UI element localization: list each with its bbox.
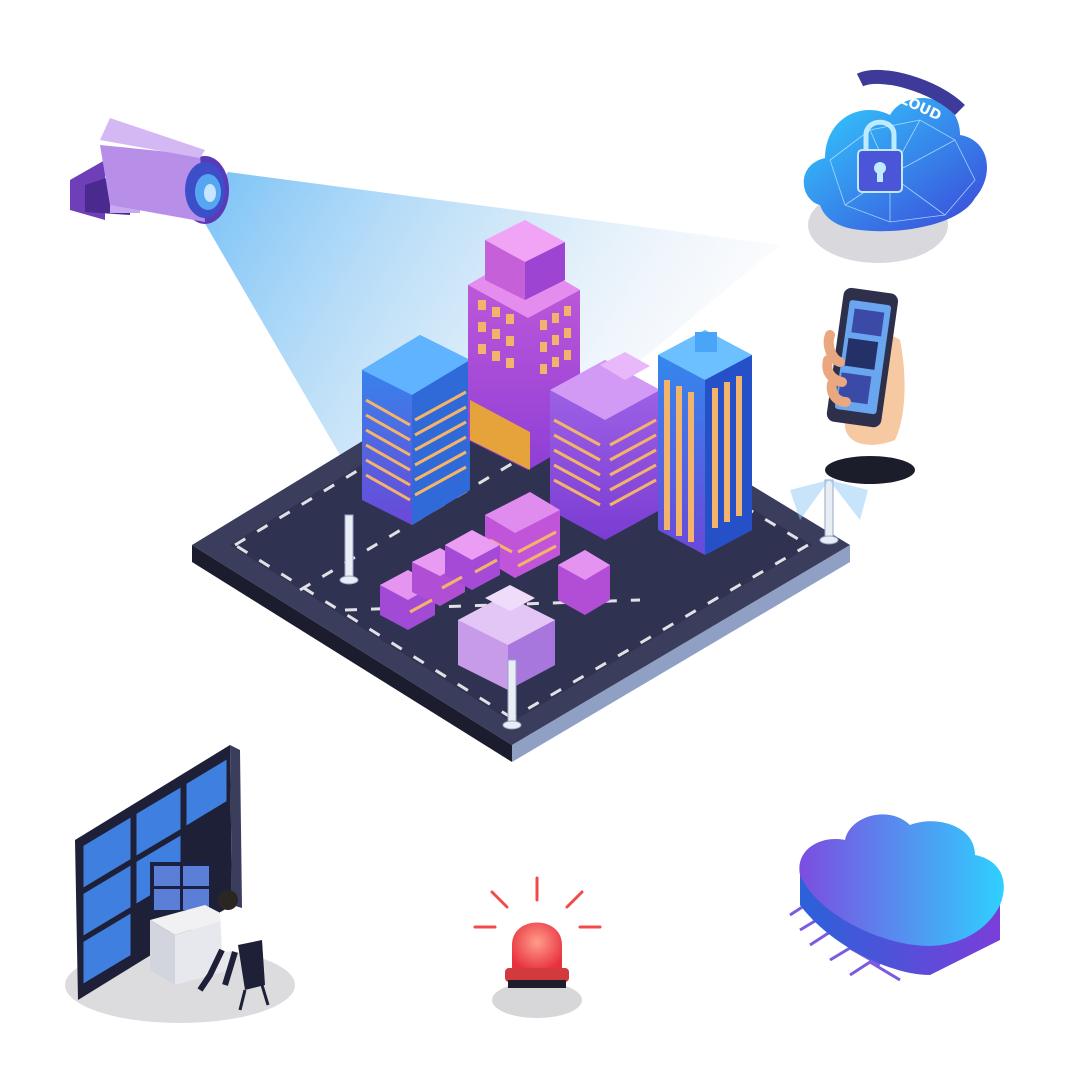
cloud-lock-icon: CLOUD — [803, 69, 987, 263]
alarm-siren-icon — [473, 876, 602, 1018]
ai-cloud-icon: IA — [716, 766, 1004, 982]
lamp-glow — [829, 480, 868, 520]
ai-label: IA — [716, 766, 805, 844]
street-lamps — [339, 479, 839, 730]
security-camera-icon — [70, 118, 229, 224]
lamp-glow — [790, 480, 829, 520]
buildings — [362, 220, 752, 690]
smartphone-icon — [822, 287, 915, 484]
monitoring-station-icon — [65, 745, 295, 1023]
